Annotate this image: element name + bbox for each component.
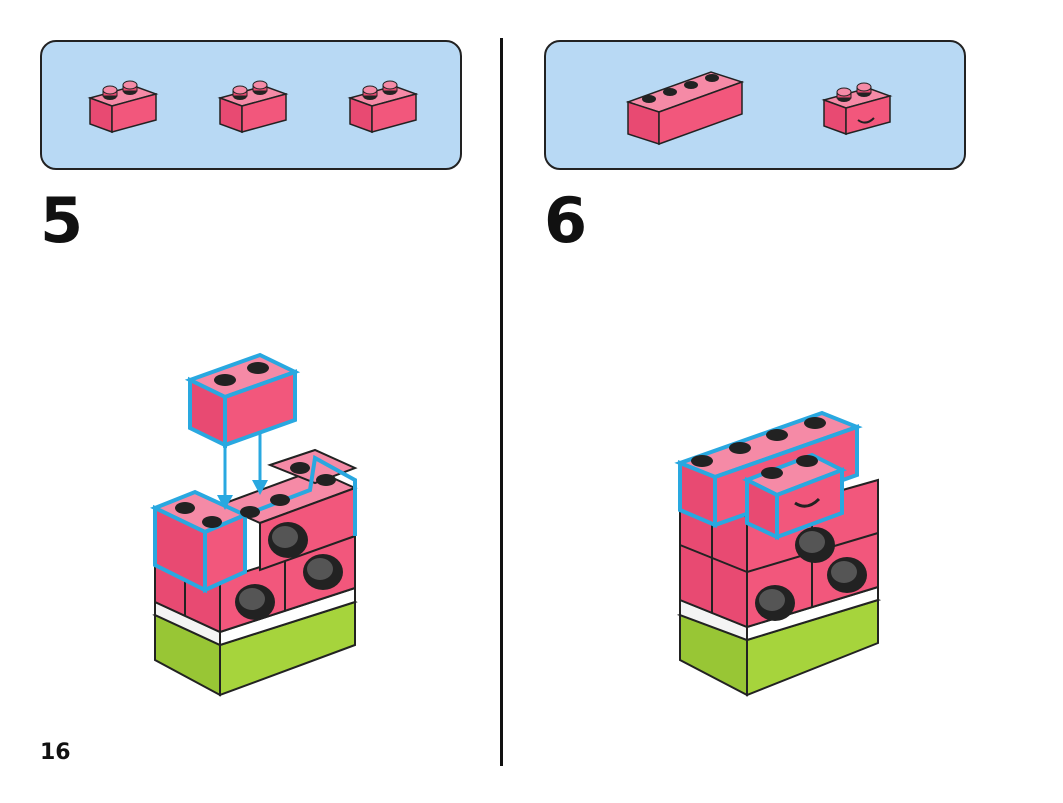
step-number: 6 bbox=[544, 184, 588, 257]
parts-list-box bbox=[40, 40, 462, 170]
pink-brick-1x2-smile-part bbox=[823, 82, 891, 135]
pink-brick-1x4-part bbox=[625, 71, 745, 146]
page-number: 16 bbox=[40, 740, 71, 765]
page-divider bbox=[500, 38, 503, 766]
pink-brick-1x2-part bbox=[89, 80, 157, 133]
pink-brick-1x2-part bbox=[219, 80, 287, 133]
step-6-panel: 6 bbox=[532, 0, 1063, 803]
step-number: 5 bbox=[40, 184, 84, 257]
pink-brick-1x2-part bbox=[349, 80, 417, 133]
parts-list-box bbox=[544, 40, 966, 170]
step-6-model-illustration bbox=[674, 410, 882, 697]
step-5-panel: 5 bbox=[0, 0, 531, 803]
step-5-model-illustration bbox=[150, 352, 358, 697]
